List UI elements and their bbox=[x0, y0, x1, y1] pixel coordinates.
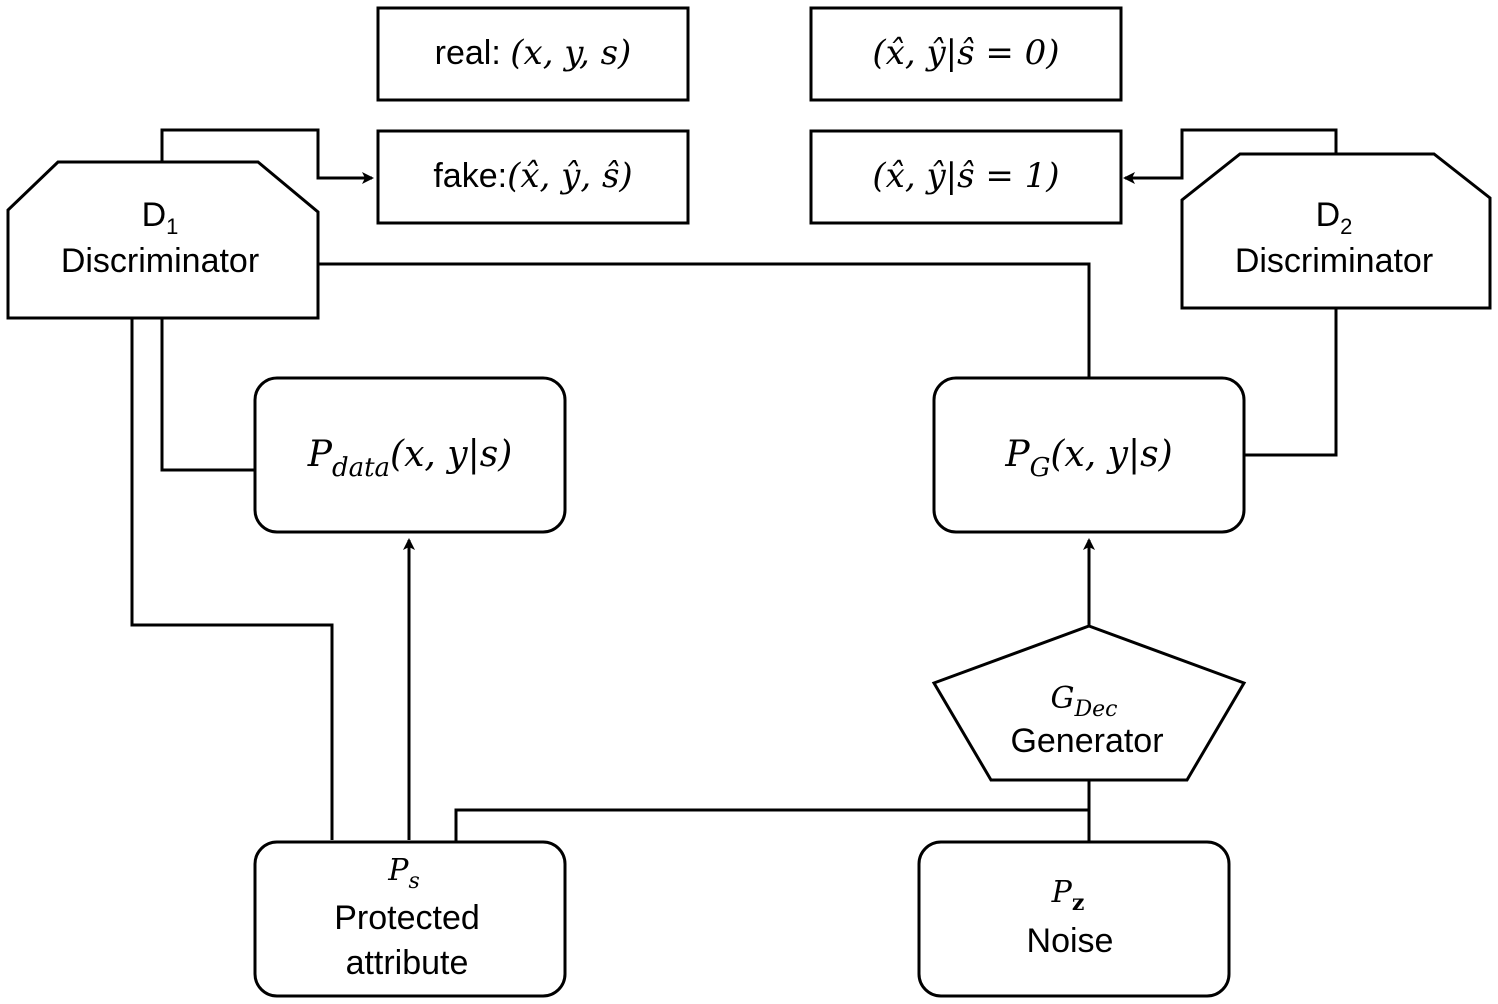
d2-label: Discriminator bbox=[1235, 242, 1433, 280]
legend-fake-box: fake:(x̂, ŷ, ŝ) bbox=[376, 129, 690, 225]
d1-label: Discriminator bbox=[61, 242, 259, 280]
legend-cond0-text: (x̂, ŷ|ŝ = 0) bbox=[872, 33, 1059, 73]
svg-text:real: (x, y, s): real: (x, y, s) bbox=[435, 33, 632, 73]
generator-subscript: Dec bbox=[1073, 697, 1117, 722]
legend-cond1-text: (x̂, ŷ|ŝ = 1) bbox=[872, 156, 1059, 196]
svg-text:fake:(x̂, ŷ, ŝ): fake:(x̂, ŷ, ŝ) bbox=[433, 156, 632, 196]
p-z-label: Noise bbox=[1027, 922, 1114, 960]
p-s-label-line2: attribute bbox=[346, 944, 469, 982]
legend-real-tuple: (x, y, s) bbox=[510, 33, 631, 73]
p-z-symbol: P bbox=[1051, 875, 1073, 910]
p-z-subscript: z bbox=[1072, 890, 1085, 916]
svg-text:Pdata(x, y|s): Pdata(x, y|s) bbox=[307, 434, 513, 483]
d2-subscript: 2 bbox=[1340, 214, 1352, 239]
svg-text:PG(x, y|s): PG(x, y|s) bbox=[1004, 434, 1172, 483]
connector-d1-to-pdata bbox=[160, 318, 255, 472]
generator-node: GDec Generator bbox=[931, 624, 1247, 782]
d2-symbol: D bbox=[1316, 196, 1341, 234]
p-g-subscript: G bbox=[1030, 453, 1051, 483]
p-s-label-line1: Protected bbox=[334, 899, 480, 937]
p-g-symbol: P bbox=[1004, 434, 1030, 475]
p-s-symbol: P bbox=[387, 853, 409, 888]
d1-symbol: D bbox=[142, 196, 167, 234]
p-data-symbol: P bbox=[307, 434, 333, 475]
connector-d2-to-cond1 bbox=[1123, 128, 1338, 184]
svg-text:GDec: GDec bbox=[1051, 681, 1118, 722]
p-data-subscript: data bbox=[332, 453, 390, 483]
svg-text:Pz: Pz bbox=[1051, 875, 1085, 916]
connector-d1-to-pg bbox=[318, 262, 1091, 378]
p-s-subscript: s bbox=[408, 869, 419, 894]
svg-text:D2: D2 bbox=[1316, 196, 1353, 239]
p-g-args: (x, y|s) bbox=[1050, 434, 1172, 475]
svg-text:D1: D1 bbox=[142, 196, 179, 239]
connector-ps-to-generator bbox=[454, 780, 1091, 842]
svg-text:Ps: Ps bbox=[387, 853, 419, 894]
p-data-node: Pdata(x, y|s) bbox=[253, 376, 567, 534]
connector-d1-to-fake bbox=[160, 128, 374, 184]
legend-cond1-box: (x̂, ŷ|ŝ = 1) bbox=[809, 129, 1123, 225]
p-g-node: PG(x, y|s) bbox=[932, 376, 1246, 534]
p-data-args: (x, y|s) bbox=[390, 434, 512, 475]
p-z-node: Pz Noise bbox=[917, 840, 1231, 998]
discriminator-d1-node: D1 Discriminator bbox=[6, 160, 320, 320]
legend-real-box: real: (x, y, s) bbox=[376, 6, 690, 102]
connector-d2-to-pg bbox=[1244, 308, 1338, 457]
legend-real-prefix: real: bbox=[435, 34, 511, 72]
generator-label: Generator bbox=[1010, 722, 1163, 760]
p-s-node: Ps Protected attribute bbox=[253, 840, 567, 998]
d1-subscript: 1 bbox=[166, 214, 178, 239]
legend-fake-tuple: (x̂, ŷ, ŝ) bbox=[507, 156, 633, 196]
generator-symbol: G bbox=[1051, 681, 1075, 716]
discriminator-d2-node: D2 Discriminator bbox=[1180, 152, 1492, 310]
connector-d1-to-ps bbox=[130, 318, 334, 840]
legend-fake-prefix: fake: bbox=[433, 157, 507, 195]
legend-cond0-box: (x̂, ŷ|ŝ = 0) bbox=[809, 6, 1123, 102]
